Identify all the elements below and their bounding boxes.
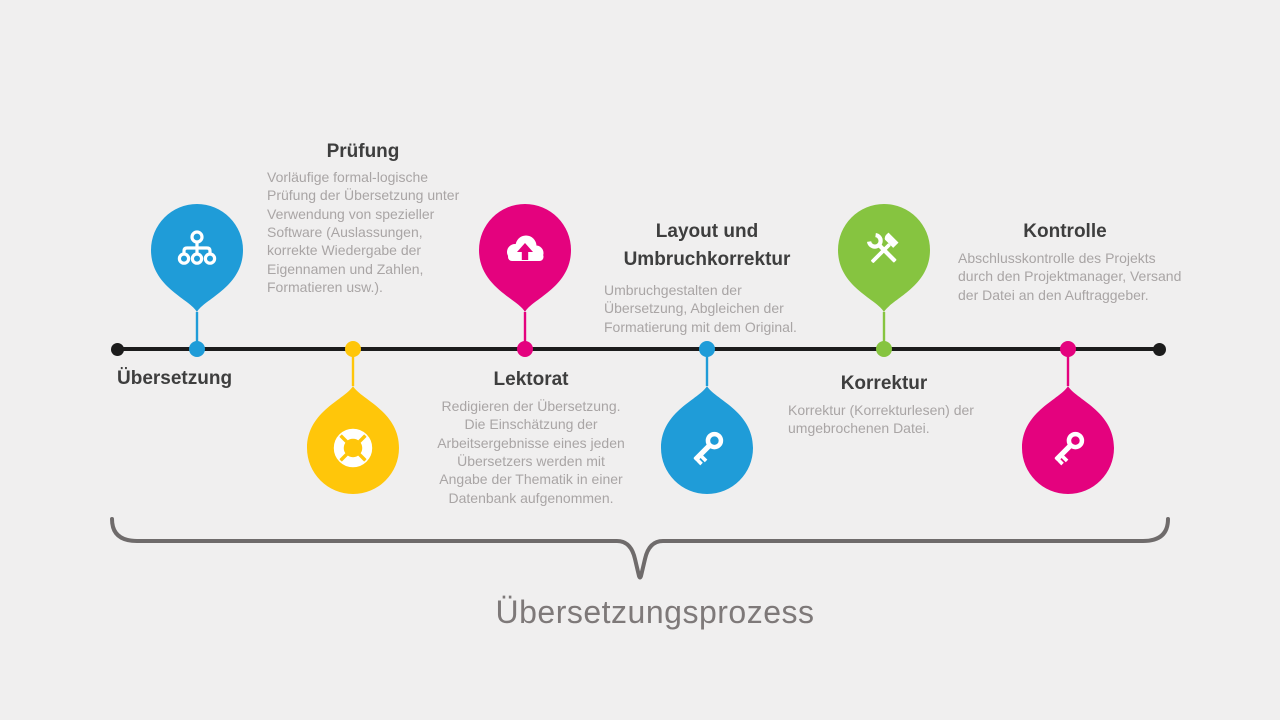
- key-icon: [1054, 431, 1085, 466]
- sitemap-icon: [177, 230, 217, 265]
- step-marker-layout-umbruchkorrektur: [661, 341, 753, 494]
- step-desc-lektorat: Redigieren der Übersetzung. Die Einschät…: [437, 398, 625, 506]
- key-icon: [693, 431, 724, 466]
- step-marker-lektorat: [479, 204, 571, 357]
- step-marker-kontrolle: [1022, 341, 1114, 494]
- step-desc-kontrolle: Abschlusskontrolle des Projekts durch de…: [958, 250, 1182, 303]
- timeline-end-dot: [1153, 343, 1166, 356]
- step-desc-layout-umbruchkorrektur: Umbruchgestalten der Übersetzung, Abglei…: [604, 282, 797, 335]
- step-title-uebersetzung: Übersetzung: [117, 368, 233, 389]
- step-title-lektorat: Lektorat: [493, 369, 569, 390]
- curly-brace: [110, 517, 1170, 580]
- timeline-line: [116, 347, 1160, 351]
- step-marker-korrektur: [838, 204, 930, 357]
- step-desc-korrektur: Korrektur (Korrekturlesen) der umgebroch…: [788, 402, 974, 437]
- diagram-title: Übersetzungsprozess: [495, 594, 815, 630]
- cloud-upload-icon: [507, 235, 544, 261]
- tools-icon: [866, 232, 899, 263]
- step-marker-uebersetzung: [151, 204, 243, 357]
- step-title-kontrolle: Kontrolle: [1023, 221, 1107, 242]
- step-title-pruefung: Prüfung: [326, 141, 400, 162]
- step-title-layout-umbruchkorrektur: Layout und Umbruchkorrektur: [623, 221, 791, 270]
- timeline-start-dot: [111, 343, 124, 356]
- step-marker-pruefung: [307, 341, 399, 494]
- step-desc-pruefung: Vorläufige formal-logische Prüfung der Ü…: [267, 169, 460, 295]
- step-title-korrektur: Korrektur: [840, 373, 928, 394]
- lifebuoy-icon: [333, 428, 373, 468]
